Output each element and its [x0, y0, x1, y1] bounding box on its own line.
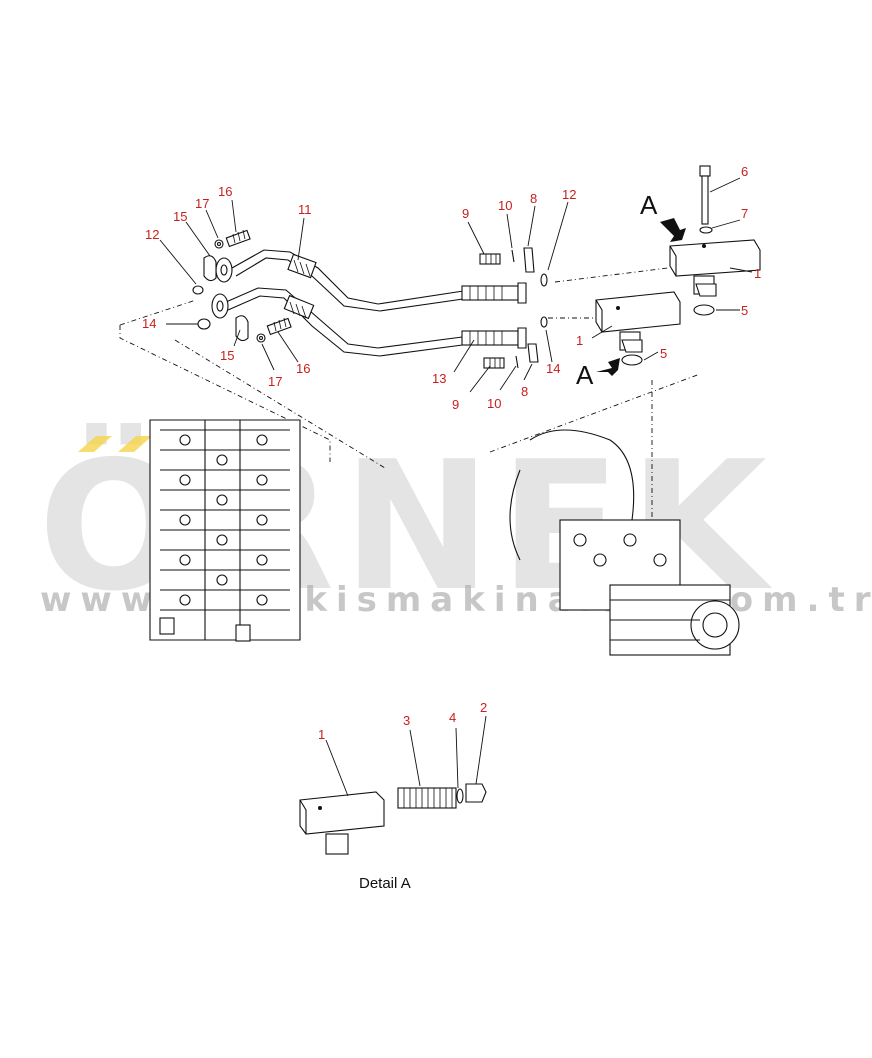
view-arrow-lower [596, 358, 620, 376]
callout-12-right: 12 [562, 187, 576, 202]
centerlines [119, 267, 701, 530]
callout-8-lower: 8 [521, 384, 528, 399]
main-control-valve [149, 419, 301, 642]
callout-1-upper: 1 [754, 266, 761, 281]
callout-16-upper: 16 [218, 184, 232, 199]
valve-middle [595, 291, 681, 366]
view-arrow-upper [660, 218, 686, 242]
callout-4: 4 [449, 710, 456, 725]
callout-15-lower: 15 [220, 348, 234, 363]
callout-5-upper: 5 [741, 303, 748, 318]
callout-7: 7 [741, 206, 748, 221]
right-fittings [479, 247, 548, 369]
callout-6: 6 [741, 164, 748, 179]
callout-2: 2 [480, 700, 487, 715]
callout-14-left: 14 [142, 316, 156, 331]
view-label-a-lower: A [576, 360, 594, 390]
callout-8-upper: 8 [530, 191, 537, 206]
callout-17-lower: 17 [268, 374, 282, 389]
callout-16-lower: 16 [296, 361, 310, 376]
callout-14-right: 14 [546, 361, 560, 376]
callout-17-upper: 17 [195, 196, 209, 211]
valve-upper [669, 165, 761, 316]
hydraulic-pump [509, 429, 740, 656]
pipe-upper [215, 249, 527, 312]
detail-a-caption: Detail A [359, 875, 411, 892]
callout-10-lower: 10 [487, 396, 501, 411]
callout-11: 11 [298, 202, 312, 217]
callout-10-upper: 10 [498, 198, 512, 213]
pipe-lower [211, 287, 527, 357]
callout-13: 13 [432, 371, 446, 386]
callout-5-lower: 5 [660, 346, 667, 361]
callout-1-middle: 1 [576, 333, 583, 348]
watermark-accent-mark-2 [118, 436, 152, 452]
watermark-accent-mark [78, 436, 112, 452]
callouts: 12 15 17 16 11 14 15 17 16 9 10 8 12 13 … [142, 164, 761, 742]
view-arrows [596, 218, 686, 376]
view-label-a-upper: A [640, 190, 658, 220]
callout-15-upper: 15 [173, 209, 187, 224]
callout-3: 3 [403, 713, 410, 728]
callout-1-detail: 1 [318, 727, 325, 742]
callout-9-upper: 9 [462, 206, 469, 221]
detail-a-drawing [299, 783, 487, 855]
leader-lines [159, 177, 753, 797]
callout-12-left: 12 [145, 227, 159, 242]
left-fittings [192, 229, 292, 343]
callout-9-lower: 9 [452, 397, 459, 412]
